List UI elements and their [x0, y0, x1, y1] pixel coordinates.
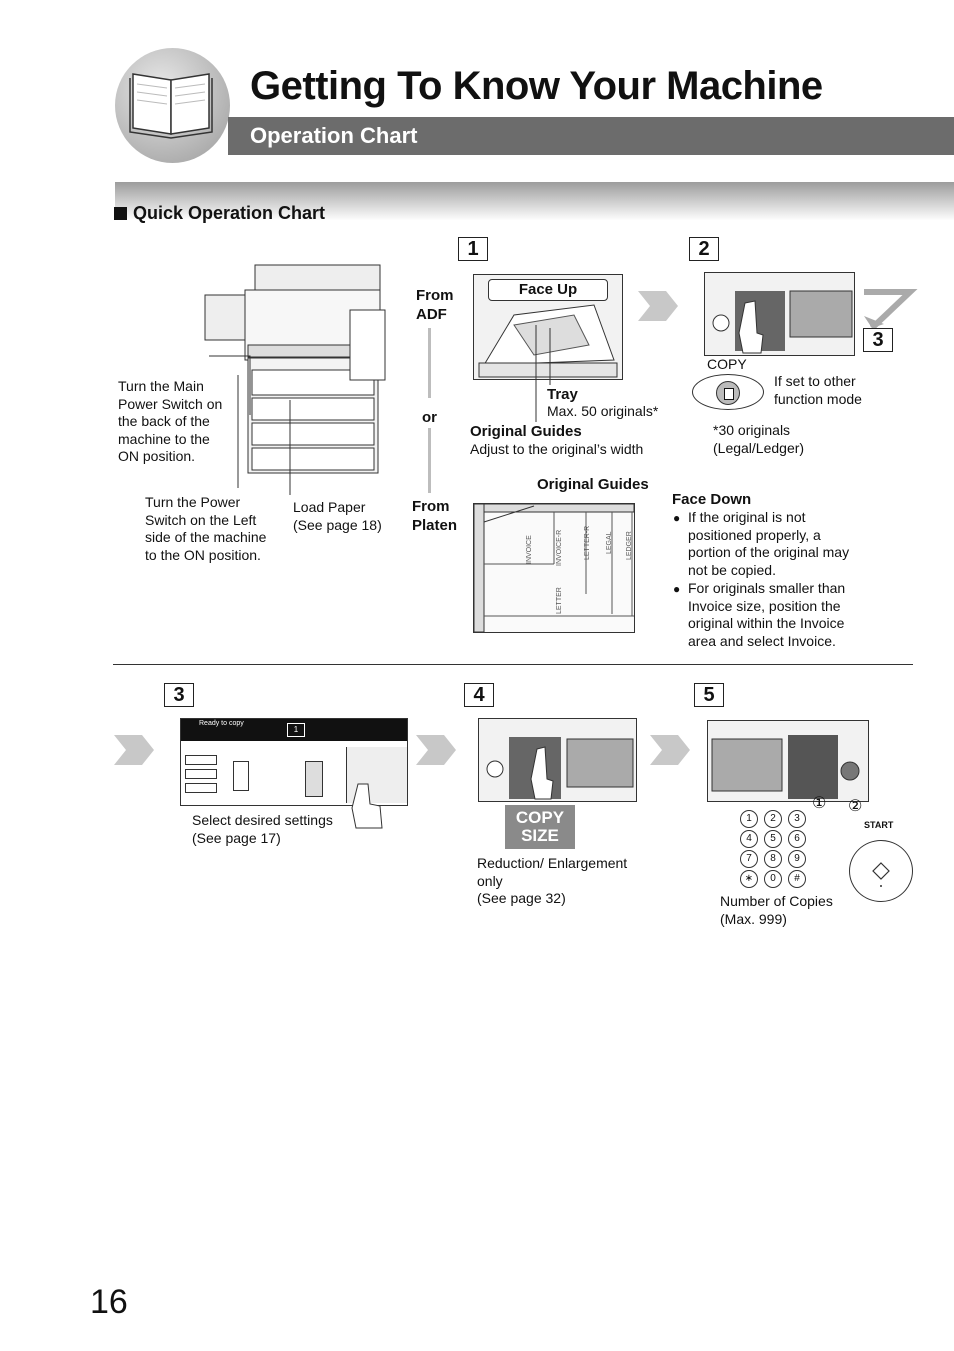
adf-illustration — [473, 274, 623, 380]
section-title: Quick Operation Chart — [114, 203, 325, 224]
keypad-key-asterisk[interactable]: ∗ — [740, 870, 758, 888]
step-2-number: 2 — [689, 237, 719, 261]
platen-size-letter-r: LETTER-R — [584, 525, 591, 560]
start-label: START — [864, 820, 894, 830]
copy-button[interactable] — [692, 374, 764, 410]
platen-size-letter: LETTER — [556, 587, 563, 614]
face-down-label: Face Down — [672, 491, 752, 508]
load-paper-text: Load Paper (See page 18) — [293, 499, 382, 533]
subtitle-bar — [228, 117, 954, 155]
step-1-number: 1 — [458, 237, 488, 261]
platen-size-legal: LEGAL — [606, 531, 613, 554]
platen-size-invoice: INVOICE — [526, 535, 533, 564]
keypad-key-6[interactable]: 6 — [788, 830, 806, 848]
keypad-key-9[interactable]: 9 — [788, 850, 806, 868]
keypad-key-hash[interactable]: # — [788, 870, 806, 888]
section-bar — [115, 182, 954, 220]
keypad-key-8[interactable]: 8 — [764, 850, 782, 868]
keypad-key-7[interactable]: 7 — [740, 850, 758, 868]
callout-1: ① — [812, 795, 827, 812]
chapter-icon-circle — [115, 48, 230, 163]
copy-label: COPY — [707, 356, 747, 372]
copy-size-badge-line-1: COPY — [515, 808, 565, 827]
keypad-key-5[interactable]: 5 — [764, 830, 782, 848]
original-guides-desc: Adjust to the original’s width — [470, 441, 644, 457]
tray-label: Tray — [547, 386, 578, 403]
page-title: Getting To Know Your Machine — [250, 64, 823, 108]
step-3-ref-number: 3 — [863, 328, 893, 352]
keypad-key-2[interactable]: 2 — [764, 810, 782, 828]
step-3-number: 3 — [164, 683, 194, 707]
step-3-desc-1: Select desired settings — [192, 812, 333, 828]
bullet-icon: ● — [673, 511, 681, 525]
from-adf-label: From ADF — [416, 287, 454, 323]
diagonal-arrow-icon — [864, 289, 918, 331]
legal-ledger-note: *30 originals (Legal/Ledger) — [713, 422, 805, 456]
power-switch-text: Turn the Power Switch on the Left side o… — [145, 494, 267, 563]
face-up-label: Face Up — [488, 279, 608, 301]
keypad-key-3[interactable]: 3 — [788, 810, 806, 828]
square-bullet-icon — [114, 207, 127, 220]
copy-size-badge-line-2: SIZE — [521, 826, 559, 845]
face-down-note-1: If the original is not positioned proper… — [688, 509, 850, 578]
step-arrow-icon — [416, 735, 456, 765]
main-power-text: Turn the Main Power Switch on the back o… — [118, 378, 223, 464]
step-5-desc-2: (Max. 999) — [720, 911, 787, 927]
open-book-icon — [129, 73, 213, 139]
copier-machine-illustration — [204, 264, 386, 474]
from-platen-label: From Platen — [412, 498, 458, 534]
section-title-text: Quick Operation Chart — [133, 203, 326, 223]
callout-2: ② — [848, 798, 863, 815]
keypad-key-4[interactable]: 4 — [740, 830, 758, 848]
pointing-hand-icon — [351, 783, 383, 829]
original-guides-label-2: Original Guides — [537, 476, 649, 493]
start-diamond-icon — [872, 862, 890, 887]
keypad-key-1[interactable]: 1 — [740, 810, 758, 828]
start-button[interactable] — [849, 840, 913, 902]
platen-size-invoice-r: INVOICE-R — [556, 529, 563, 566]
control-panel-illustration-2 — [478, 718, 637, 802]
copy-size-badge: COPY SIZE — [505, 805, 575, 849]
original-guides-label: Original Guides — [470, 423, 582, 440]
step-5-number: 5 — [694, 683, 724, 707]
screen-status-text: Ready to copy — [199, 720, 244, 727]
step-4-number: 4 — [464, 683, 494, 707]
other-mode-text: If set to other function mode — [774, 373, 862, 407]
face-down-note-2: For originals smaller than Invoice size,… — [688, 580, 846, 649]
step-3-desc-2: (See page 17) — [192, 830, 281, 846]
adf-connector-line — [428, 328, 431, 398]
platen-glass-illustration: INVOICE INVOICE-R LETTER-R LEGAL LEDGER … — [473, 503, 635, 633]
step-4-desc-1: Reduction/ Enlargement — [477, 855, 628, 871]
step-4-desc-2: only — [477, 873, 503, 889]
keypad-panel-illustration — [707, 720, 869, 802]
step-arrow-icon — [638, 291, 678, 321]
keypad-key-0[interactable]: 0 — [764, 870, 782, 888]
copy-icon — [716, 381, 740, 405]
bullet-icon: ● — [673, 582, 681, 596]
section-divider — [113, 664, 913, 665]
platen-connector-line — [428, 428, 431, 493]
page-subtitle: Operation Chart — [250, 123, 418, 148]
step-5-desc-1: Number of Copies — [720, 893, 833, 909]
step-arrow-icon — [114, 735, 154, 765]
step-arrow-icon — [650, 735, 690, 765]
or-label: or — [422, 409, 437, 426]
page-number: 16 — [90, 1283, 128, 1321]
screen-count: 1 — [287, 723, 305, 737]
tray-max-text: Max. 50 originals* — [547, 403, 659, 419]
control-panel-illustration — [704, 272, 855, 356]
platen-size-ledger: LEDGER — [626, 531, 633, 560]
step-4-desc-3: (See page 32) — [477, 890, 566, 906]
touch-screen-illustration: Ready to copy 1 — [180, 718, 408, 806]
